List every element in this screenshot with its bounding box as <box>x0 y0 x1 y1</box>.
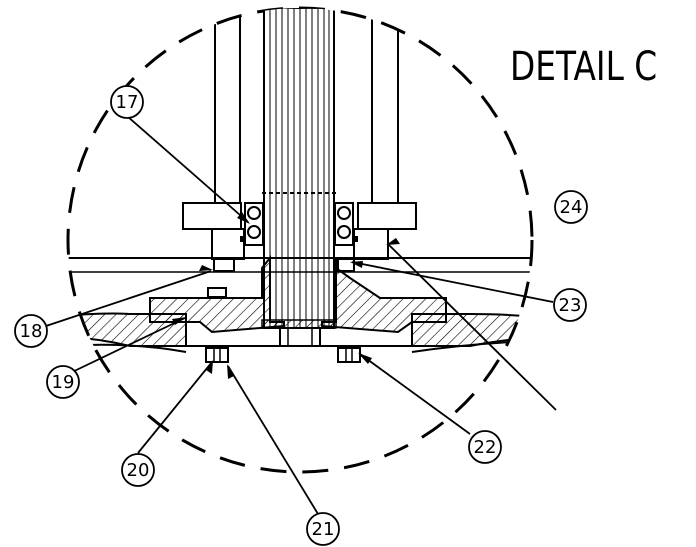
bearing-right <box>334 202 354 246</box>
callout-22: 22 <box>468 430 502 464</box>
detail-title: DETAIL C <box>510 44 658 90</box>
callout-17-label: 17 <box>116 92 139 113</box>
blade-left <box>68 312 187 347</box>
callout-22-label: 22 <box>474 437 497 458</box>
callout-19-label: 19 <box>52 372 75 393</box>
callout-23: 23 <box>553 288 587 322</box>
leader-arrowheads <box>172 212 400 379</box>
bearing-left <box>244 202 264 246</box>
callout-17: 17 <box>110 85 144 119</box>
callout-19: 19 <box>46 365 80 399</box>
callout-21-label: 21 <box>312 519 335 540</box>
callout-18-label: 18 <box>20 321 43 342</box>
callout-18: 18 <box>14 314 48 348</box>
splined-shaft <box>262 8 336 329</box>
callout-21: 21 <box>306 512 340 546</box>
callout-20-label: 20 <box>127 460 150 481</box>
assembly-section <box>68 8 532 363</box>
callout-23-label: 23 <box>559 295 582 316</box>
leader-lines <box>45 115 557 515</box>
callout-20: 20 <box>121 453 155 487</box>
callout-24-label: 24 <box>560 197 583 218</box>
callout-24: 24 <box>554 190 588 224</box>
